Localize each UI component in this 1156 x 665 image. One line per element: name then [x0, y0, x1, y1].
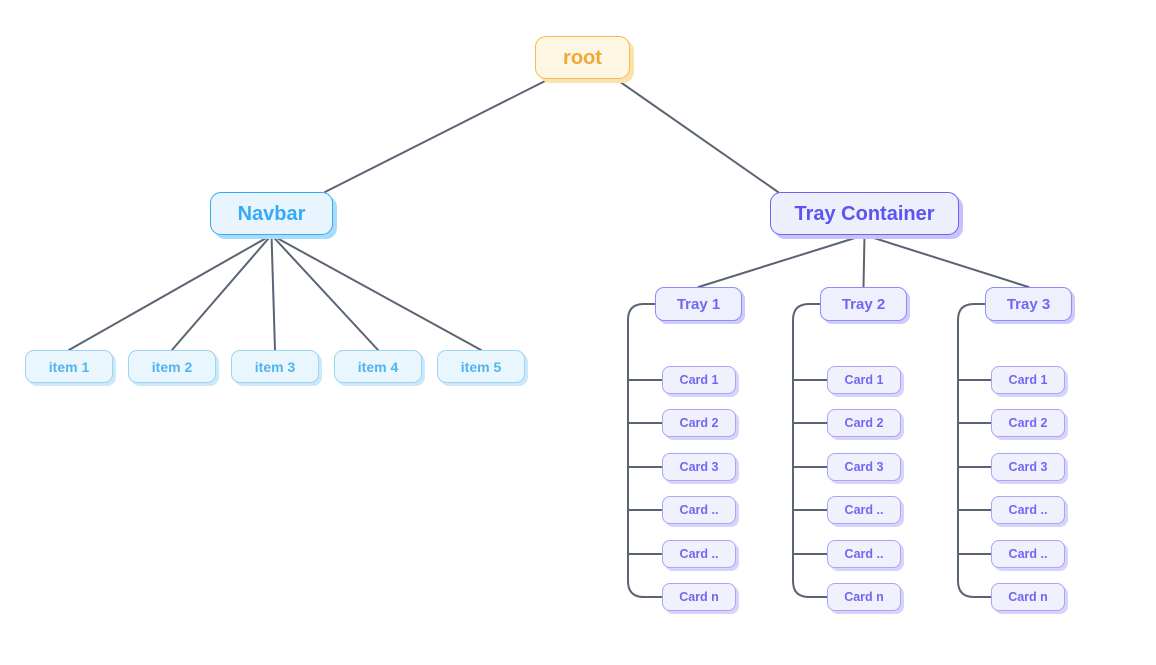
node-tray-2-card-1[interactable]: Card 1 [827, 366, 901, 394]
node-item-5-label: item 5 [460, 358, 502, 375]
node-tray-2-card-4-label: Card .. [844, 502, 884, 517]
node-tray-2-card-3-label: Card 3 [844, 459, 884, 474]
node-root[interactable]: root [535, 36, 630, 79]
node-tray-1-card-4-label: Card .. [679, 502, 719, 517]
edge-root-navbar [324, 78, 550, 193]
node-item-2-label: item 2 [151, 358, 193, 375]
edge-root-tray-container [615, 78, 779, 193]
node-tray-1-label: Tray 1 [676, 295, 721, 313]
edge-navbar-item-1 [68, 234, 273, 351]
edge-tray-container-tray-1 [697, 234, 866, 288]
edge-tray-1-spine [627, 303, 663, 598]
node-tray-3-card-6[interactable]: Card n [991, 583, 1065, 611]
node-tray-3-card-3[interactable]: Card 3 [991, 453, 1065, 481]
edge-navbar-item-5 [270, 234, 482, 351]
edge-navbar-item-3 [270, 234, 276, 351]
edge-tray-3-spine [957, 303, 992, 598]
node-tray-1-card-2-label: Card 2 [679, 415, 719, 430]
node-tray-2-card-6[interactable]: Card n [827, 583, 901, 611]
node-tray-2-card-4[interactable]: Card .. [827, 496, 901, 524]
node-tray-3-label: Tray 3 [1006, 295, 1051, 313]
node-tray-1-card-5[interactable]: Card .. [662, 540, 736, 568]
node-tray-2-card-3[interactable]: Card 3 [827, 453, 901, 481]
node-tray-1-card-3[interactable]: Card 3 [662, 453, 736, 481]
node-tray-3[interactable]: Tray 3 [985, 287, 1072, 321]
node-tray-1-card-2[interactable]: Card 2 [662, 409, 736, 437]
node-tray-3-card-3-label: Card 3 [1008, 459, 1048, 474]
node-tray-3-card-2-label: Card 2 [1008, 415, 1048, 430]
node-tray-3-card-2[interactable]: Card 2 [991, 409, 1065, 437]
node-tray-2-card-6-label: Card n [844, 589, 884, 604]
node-tray-2-label: Tray 2 [841, 295, 886, 313]
node-tray-container[interactable]: Tray Container [770, 192, 959, 235]
node-navbar-label: Navbar [237, 202, 306, 225]
node-tray-2-card-1-label: Card 1 [844, 372, 884, 387]
node-tray-3-card-4[interactable]: Card .. [991, 496, 1065, 524]
node-tray-container-label: Tray Container [794, 202, 935, 225]
node-item-1-label: item 1 [48, 358, 90, 375]
node-item-4[interactable]: item 4 [334, 350, 422, 383]
node-tray-1-card-4[interactable]: Card .. [662, 496, 736, 524]
node-item-5[interactable]: item 5 [437, 350, 525, 383]
node-tray-2-card-2[interactable]: Card 2 [827, 409, 901, 437]
node-item-3-label: item 3 [254, 358, 296, 375]
node-tray-3-card-6-label: Card n [1008, 589, 1048, 604]
node-tray-3-card-5[interactable]: Card .. [991, 540, 1065, 568]
node-tray-2-card-2-label: Card 2 [844, 415, 884, 430]
node-root-label: root [563, 46, 602, 69]
node-navbar[interactable]: Navbar [210, 192, 333, 235]
edge-navbar-item-4 [270, 234, 379, 351]
node-tray-3-card-1-label: Card 1 [1008, 372, 1048, 387]
node-item-3[interactable]: item 3 [231, 350, 319, 383]
edge-tray-2-spine [792, 303, 828, 598]
node-tray-1-card-1[interactable]: Card 1 [662, 366, 736, 394]
node-tray-2[interactable]: Tray 2 [820, 287, 907, 321]
node-tray-3-card-1[interactable]: Card 1 [991, 366, 1065, 394]
node-item-4-label: item 4 [357, 358, 399, 375]
node-tray-1-card-6-label: Card n [679, 589, 719, 604]
node-tray-1-card-3-label: Card 3 [679, 459, 719, 474]
node-tray-1-card-1-label: Card 1 [679, 372, 719, 387]
node-tray-3-card-5-label: Card .. [1008, 546, 1048, 561]
edge-navbar-item-2 [171, 234, 273, 351]
node-tray-1-card-6[interactable]: Card n [662, 583, 736, 611]
node-tray-1-card-5-label: Card .. [679, 546, 719, 561]
node-tray-2-card-5-label: Card .. [844, 546, 884, 561]
node-item-2[interactable]: item 2 [128, 350, 216, 383]
edge-tray-container-tray-2 [862, 234, 866, 288]
node-item-1[interactable]: item 1 [25, 350, 113, 383]
node-tray-1[interactable]: Tray 1 [655, 287, 742, 321]
node-tray-3-card-4-label: Card .. [1008, 502, 1048, 517]
node-tray-2-card-5[interactable]: Card .. [827, 540, 901, 568]
edge-tray-container-tray-3 [863, 234, 1030, 288]
